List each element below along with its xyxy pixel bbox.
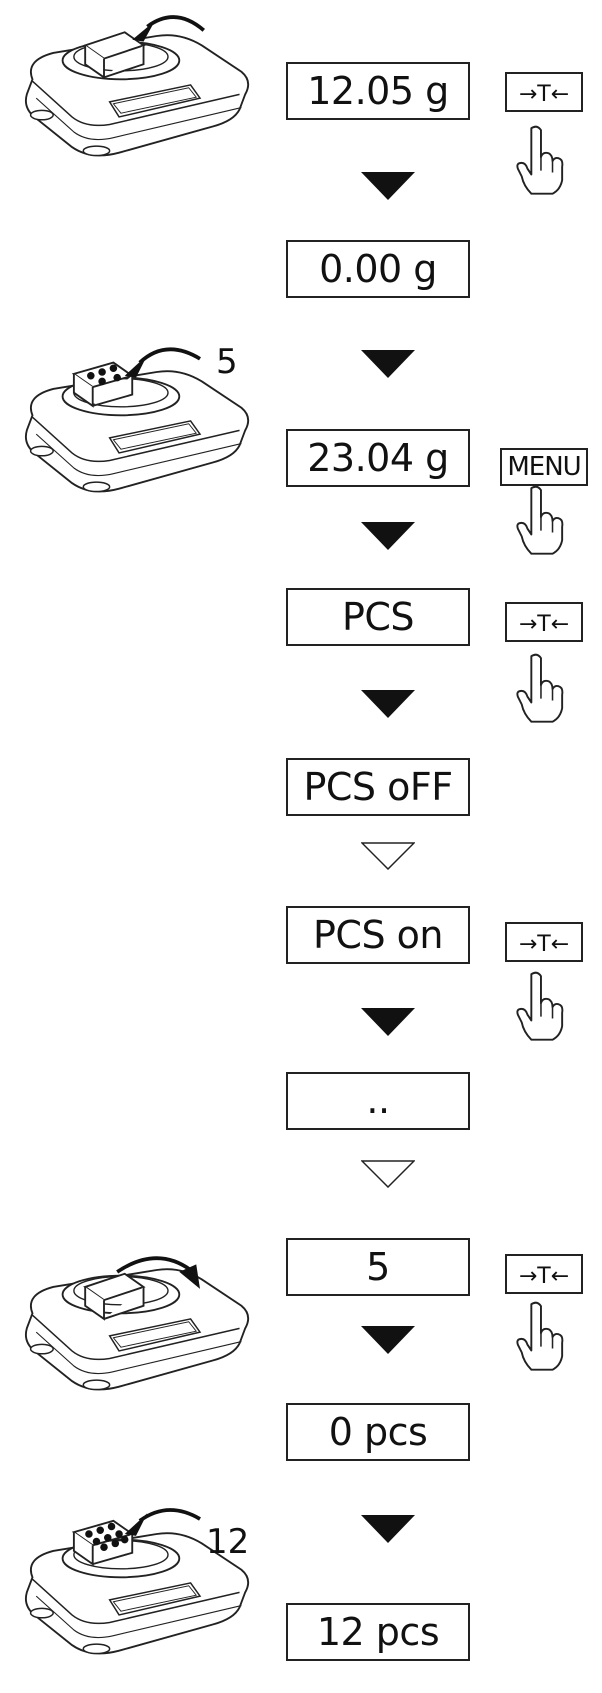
- arrow-down-filled-icon: [361, 522, 415, 550]
- scale-icon: [24, 1508, 250, 1655]
- svg-text:→T←: →T←: [519, 82, 569, 107]
- final-count-label: 12: [206, 1522, 250, 1562]
- scale-display: 0.00 g: [286, 240, 470, 298]
- scale-display: 0 pcs: [286, 1403, 470, 1461]
- curved-arrow-icon: [124, 1508, 201, 1536]
- tare-key[interactable]: →T←: [505, 922, 583, 962]
- arrow-down-outline-icon: [361, 842, 415, 870]
- arrow-down-filled-icon: [361, 1326, 415, 1354]
- scale-icon: [24, 15, 250, 157]
- container-icon: [71, 1519, 135, 1566]
- scale-icon: [24, 347, 250, 493]
- menu-key[interactable]: MENU: [500, 448, 588, 486]
- sample-count-label: 5: [216, 342, 238, 382]
- scale-display: PCS: [286, 588, 470, 646]
- svg-text:→T←: →T←: [519, 612, 569, 637]
- scale-display: 5: [286, 1238, 470, 1296]
- container-icon: [83, 1272, 146, 1321]
- curved-arrow-icon: [116, 1256, 200, 1289]
- arrow-down-filled-icon: [361, 1008, 415, 1036]
- container-icon: [83, 31, 146, 80]
- scale-display: ..: [286, 1072, 470, 1130]
- arrow-down-filled-icon: [361, 172, 415, 200]
- tare-key[interactable]: →T←: [505, 1254, 583, 1294]
- arrow-down-filled-icon: [361, 690, 415, 718]
- scale-display: 23.04 g: [286, 429, 470, 487]
- scale-display: 12 pcs: [286, 1603, 470, 1661]
- scale-display: PCS oFF: [286, 758, 470, 816]
- scale-icon: [24, 1256, 250, 1391]
- container-icon: [71, 361, 135, 408]
- curved-arrow-icon: [124, 347, 201, 378]
- arrow-down-outline-icon: [361, 1160, 415, 1188]
- hand-pointer-icon: [516, 125, 564, 195]
- tare-key[interactable]: →T←: [505, 602, 583, 642]
- hand-pointer-icon: [516, 653, 564, 723]
- scale-display: PCS on: [286, 906, 470, 964]
- hand-pointer-icon: [516, 485, 564, 555]
- arrow-down-filled-icon: [361, 350, 415, 378]
- arrow-down-filled-icon: [361, 1515, 415, 1543]
- svg-text:→T←: →T←: [519, 1264, 569, 1289]
- svg-text:→T←: →T←: [519, 932, 569, 957]
- scale-display: 12.05 g: [286, 62, 470, 120]
- tare-key[interactable]: →T←: [505, 72, 583, 112]
- hand-pointer-icon: [516, 971, 564, 1041]
- hand-pointer-icon: [516, 1301, 564, 1371]
- curved-arrow-icon: [132, 15, 205, 42]
